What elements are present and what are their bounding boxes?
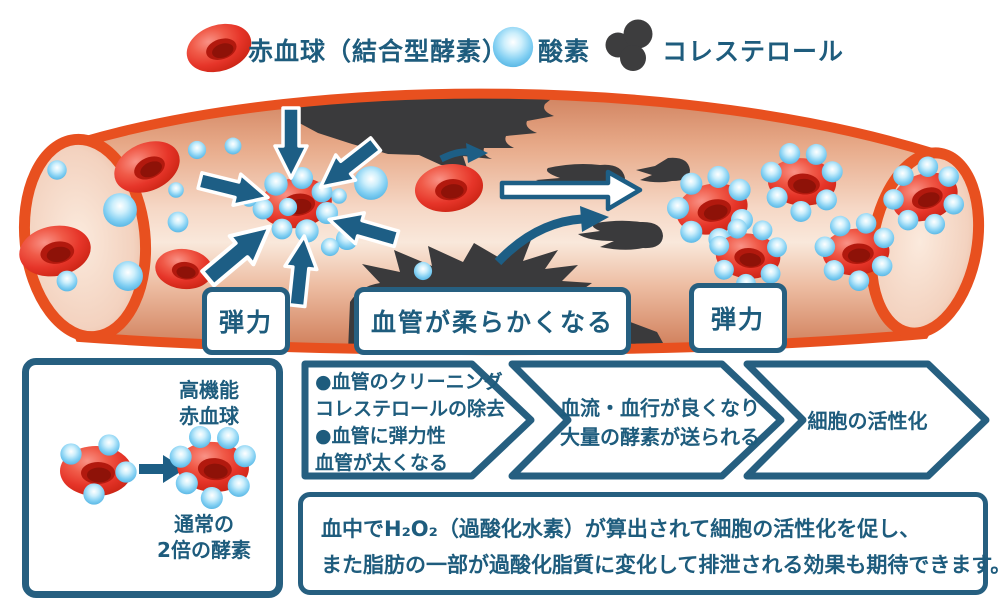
chevron-step-1	[301, 360, 535, 480]
chevron-step-3	[743, 360, 990, 480]
legend-label-red-blood-cell: 赤血球（結合型酵素）	[248, 37, 509, 66]
bottom-note-box: 血中でH₂O₂（過酸化水素）が算出されて細胞の活性化を促し、 また脂肪の一部が過…	[298, 492, 1000, 595]
elasticity-label-left: 弾力	[202, 287, 290, 355]
flow-step-1: ●血管のクリーニング コレステロールの除去 ●血管に弾力性 血管が太くなる	[315, 371, 506, 474]
flow-arrow-small	[439, 143, 488, 163]
bottom-note-line-2: また脂肪の一部が過酸化脂質に変化して排泄される効果も期待できます。	[321, 553, 1000, 577]
flow-arrow-curved	[494, 206, 609, 266]
red-blood-cell-icon	[180, 15, 258, 81]
chevron-step-2	[508, 360, 785, 480]
flow-step-2: 血流・血行が良くなり 大量の酵素が送られる	[560, 396, 760, 449]
legend-label-cholesterol: コレステロール	[662, 37, 845, 66]
cholesterol-icon	[605, 19, 653, 71]
cholesterol-mass-top	[290, 93, 562, 168]
left-box-title: 高機能 赤血球	[179, 378, 239, 428]
legend-label-oxygen: 酸素	[538, 37, 591, 66]
flow-arrow-hollow	[499, 169, 643, 212]
flow-step-3: 細胞の活性化	[807, 409, 928, 433]
bottom-note-line-1: 血中でH₂O₂（過酸化水素）が算出されて細胞の活性化を促し、	[321, 517, 921, 541]
elasticity-label-right: 弾力	[689, 283, 787, 353]
left-box-caption: 通常の 2倍の酵素	[157, 512, 251, 562]
flow-chevrons	[301, 360, 990, 480]
vessel-soften-label: 血管が柔らかくなる	[354, 287, 631, 355]
high-function-cell-box: 高機能 赤血球 通常の 2倍の酵素	[22, 358, 283, 598]
